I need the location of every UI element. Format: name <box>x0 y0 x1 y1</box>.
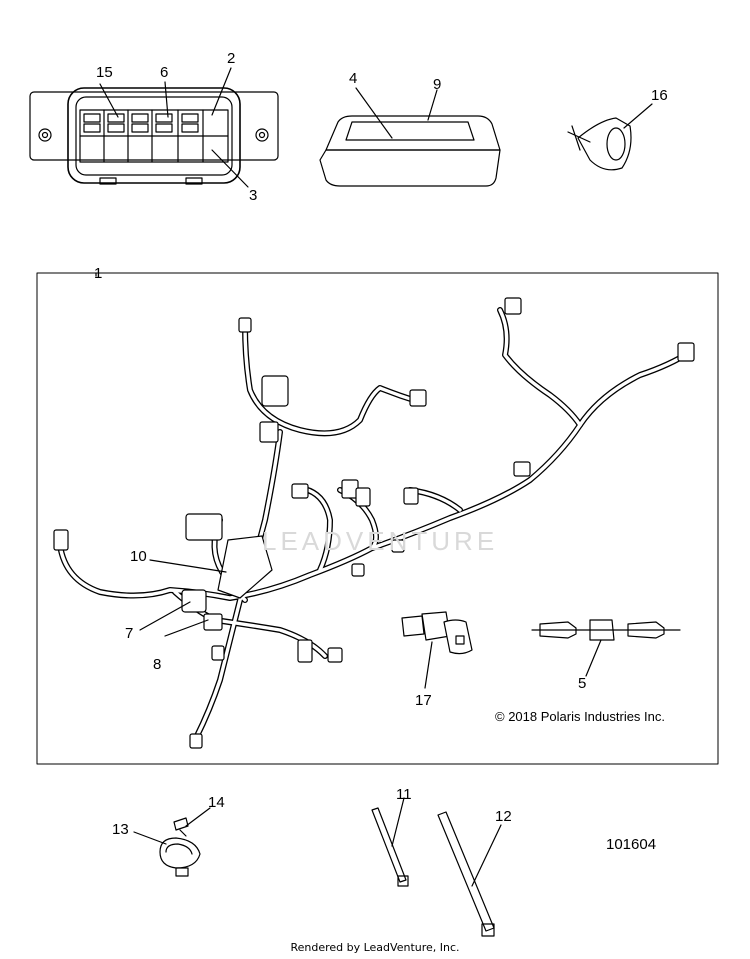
callout-1: 1 <box>94 265 103 282</box>
fuse-box <box>29 67 279 188</box>
connector-plug <box>401 611 473 689</box>
harness-connectors <box>53 297 695 749</box>
watermark: LEADVENTURE <box>262 526 499 556</box>
callout-15: 15 <box>96 64 113 81</box>
callout-6: 6 <box>160 64 169 81</box>
callout-8: 8 <box>153 656 162 673</box>
callout-14: 14 <box>208 794 225 811</box>
diagram-part-number: 101604 <box>606 836 657 853</box>
resistor-lead <box>531 619 681 677</box>
callout-17: 17 <box>415 692 432 709</box>
main-harness-inner <box>58 308 692 740</box>
cable-tie-large <box>437 811 502 937</box>
callout-12: 12 <box>495 808 512 825</box>
callout-11: 11 <box>396 786 412 803</box>
callout-13: 13 <box>112 821 129 838</box>
callout-16: 16 <box>651 87 668 104</box>
callout-3: 3 <box>249 187 258 204</box>
callout-2: 2 <box>227 50 236 67</box>
callout-5: 5 <box>578 675 587 692</box>
callout-4: 4 <box>349 70 358 87</box>
callout-9: 9 <box>433 76 442 93</box>
wire-clip <box>567 103 653 171</box>
hose-clamp <box>133 807 211 877</box>
cable-tie-small <box>371 797 409 887</box>
harness-frame <box>36 272 719 765</box>
callout-10: 10 <box>130 548 147 565</box>
fuse-box-cover <box>319 87 501 187</box>
footer-credit: Rendered by LeadVenture, Inc. <box>290 941 460 954</box>
callout-7: 7 <box>125 625 134 642</box>
copyright-notice: © 2018 Polaris Industries Inc. <box>495 709 665 724</box>
